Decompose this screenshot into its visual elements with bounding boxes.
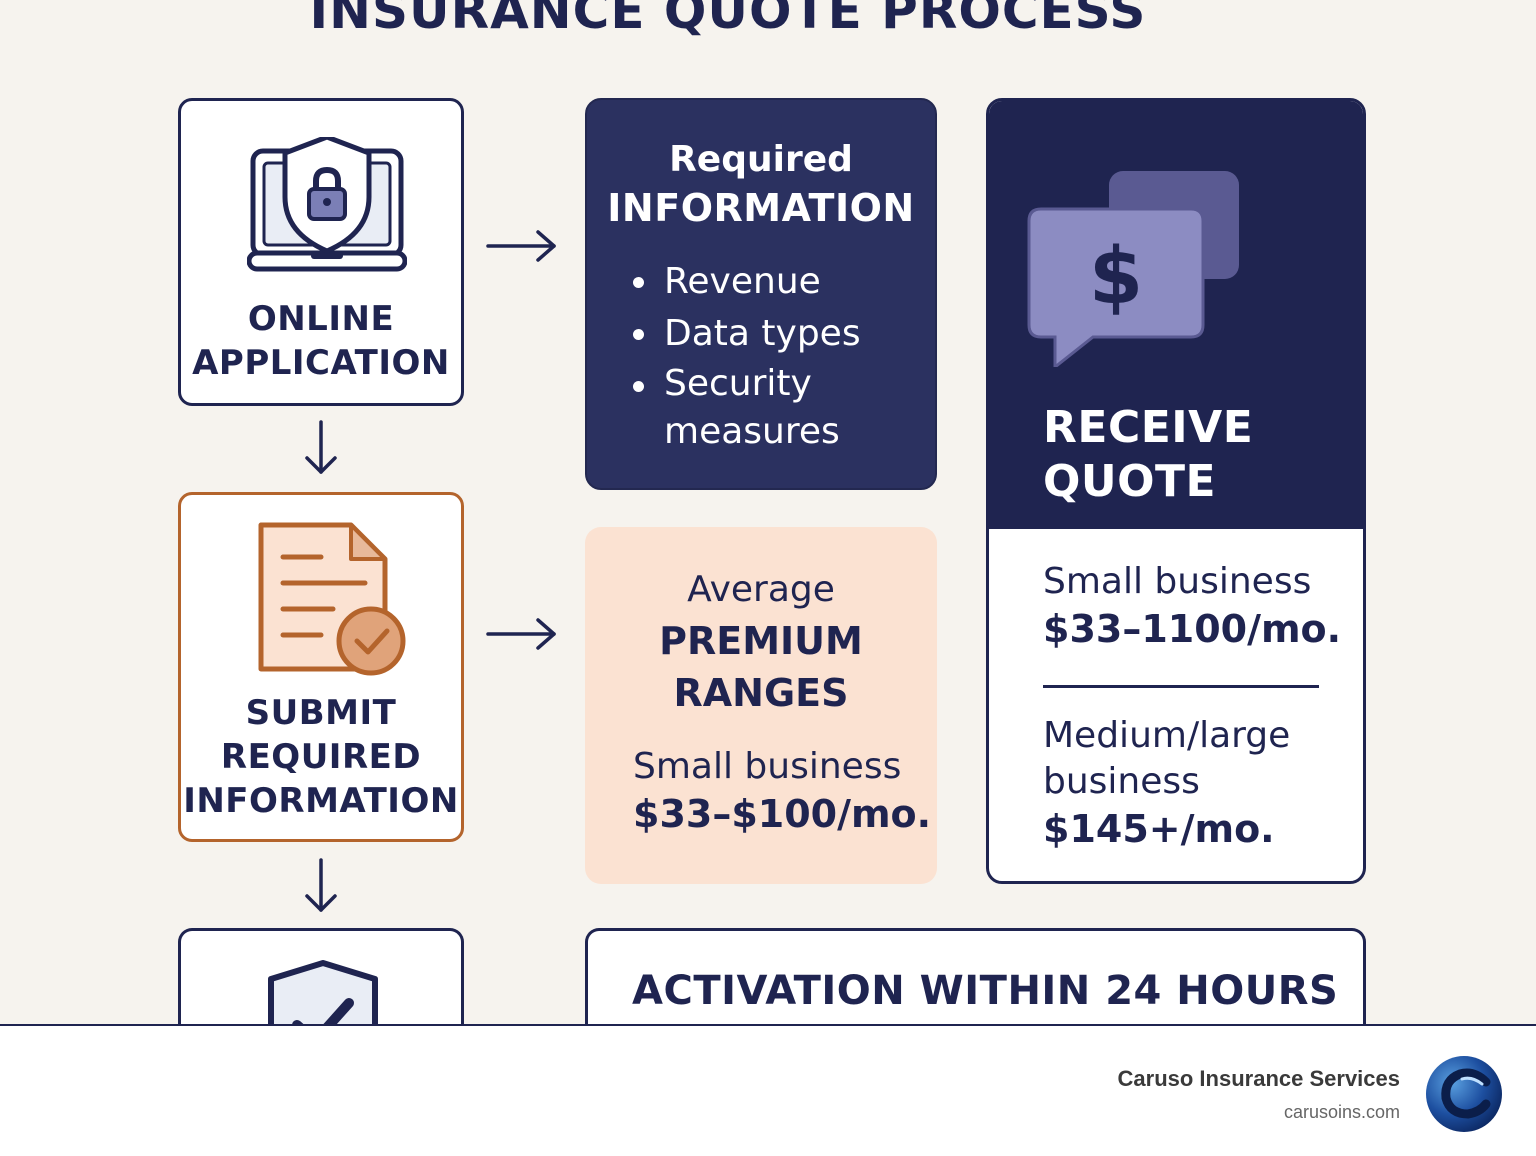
svg-text:$: $ (1089, 232, 1143, 322)
step-label-line: APPLICATION (192, 343, 450, 383)
list-item: Revenue (631, 256, 861, 308)
premium-ranges-panel: Average PREMIUM RANGES Small business $3… (585, 527, 937, 884)
list-item-line: Security (664, 363, 812, 404)
heading-line: PREMIUM (659, 619, 863, 663)
receive-quote-panel: $ RECEIVE QUOTE Small business $33–1100/… (986, 98, 1366, 884)
panel-heading: PREMIUM RANGES (585, 615, 937, 719)
quote-title-line: RECEIVE (1043, 402, 1254, 453)
panel-heading: Average (687, 569, 835, 610)
step-online-application: ONLINE APPLICATION (178, 98, 464, 406)
company-logo-icon (1426, 1056, 1502, 1132)
step-label-line: SUBMIT (245, 693, 397, 733)
dollar-chat-bubbles-icon: $ (1027, 171, 1239, 367)
medium-business-value: $145+/mo. (1043, 807, 1275, 851)
list-item-line: measures (664, 411, 840, 452)
arrow-down-icon (305, 420, 337, 474)
arrow-right-icon (486, 618, 556, 650)
arrow-down-icon (305, 858, 337, 912)
small-business-label: Small business (1043, 561, 1312, 602)
panel-heading: Required (669, 139, 853, 180)
footer: Caruso Insurance Services carusoins.com (0, 1024, 1536, 1156)
list-item: Data types (631, 308, 861, 360)
premium-label: Small business (633, 746, 902, 787)
list-item: Security measures (631, 360, 861, 456)
small-business-value: $33–1100/mo. (1043, 607, 1342, 651)
required-info-list: Revenue Data types Security measures (631, 256, 861, 456)
premium-value: $33–$100/mo. (633, 792, 932, 836)
divider (1043, 685, 1319, 688)
step-online-label: ONLINE APPLICATION (181, 297, 461, 385)
panel-heading: INFORMATION (607, 186, 915, 230)
company-name: Caruso Insurance Services (1117, 1066, 1400, 1091)
step-label-line: ONLINE (247, 299, 395, 339)
laptop-shield-lock-icon (247, 137, 407, 272)
company-website[interactable]: carusoins.com (1283, 1102, 1400, 1122)
document-check-icon (258, 522, 406, 676)
quote-header: $ RECEIVE QUOTE (989, 101, 1363, 529)
step-submit-required-information: SUBMIT REQUIRED INFORMATION (178, 492, 464, 842)
arrow-right-icon (486, 230, 556, 262)
label-line: Medium/large (1043, 715, 1291, 756)
required-information-panel: Required INFORMATION Revenue Data types … (585, 98, 937, 490)
page-title: INSURANCE QUOTE PROCESS (309, 0, 1147, 40)
quote-title: RECEIVE QUOTE (1043, 401, 1253, 509)
quote-title-line: QUOTE (1043, 456, 1217, 507)
step-label-line: REQUIRED (220, 737, 422, 777)
medium-business-label: Medium/large business (1043, 713, 1290, 805)
step-label-line: INFORMATION (183, 781, 459, 821)
activation-text: ACTIVATION WITHIN 24 HOURS (632, 968, 1339, 1014)
label-line: business (1043, 761, 1200, 802)
heading-line: RANGES (673, 671, 849, 715)
step-submit-label: SUBMIT REQUIRED INFORMATION (181, 691, 461, 823)
